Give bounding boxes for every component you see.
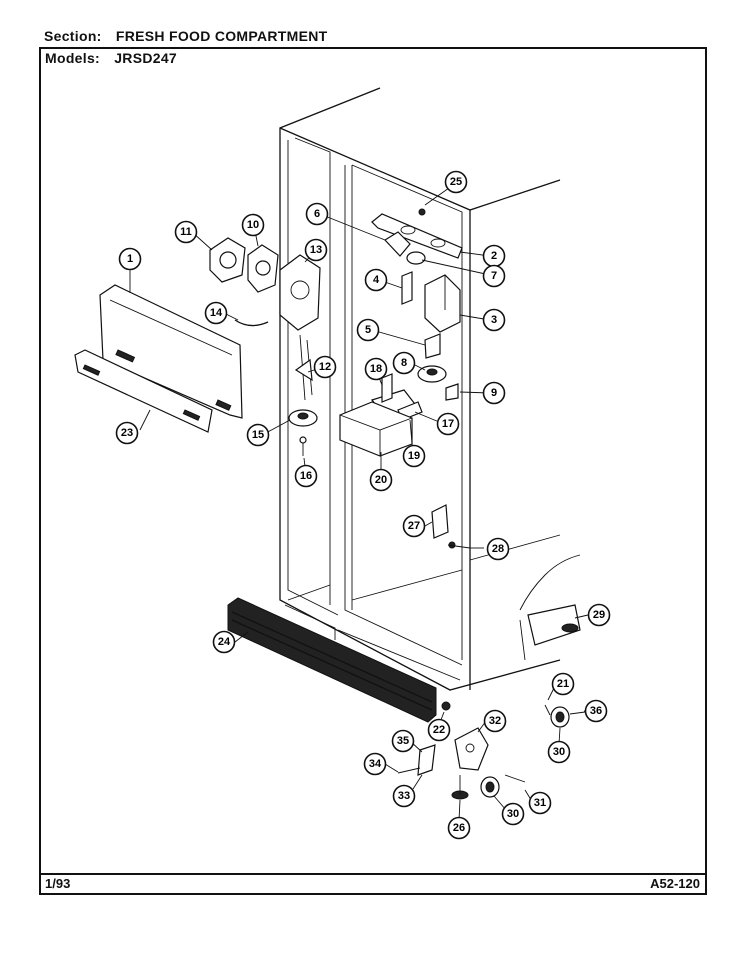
models-heading: Models: JRSD247 xyxy=(45,50,177,66)
callout-5: 5 xyxy=(356,318,380,342)
svg-text:2: 2 xyxy=(491,250,497,262)
callout-9: 9 xyxy=(482,381,506,405)
svg-text:29: 29 xyxy=(593,609,605,621)
callout-6: 6 xyxy=(305,202,329,226)
callout-24: 24 xyxy=(212,630,236,654)
svg-text:16: 16 xyxy=(300,470,312,482)
callout-23: 23 xyxy=(115,421,139,445)
callout-18: 18 xyxy=(364,357,388,381)
section-label: Section: xyxy=(44,28,102,44)
callout-28: 28 xyxy=(486,537,510,561)
callout-32: 32 xyxy=(483,709,507,733)
callout-29: 29 xyxy=(587,603,611,627)
callout-20: 20 xyxy=(369,468,393,492)
svg-text:30: 30 xyxy=(507,808,519,820)
svg-text:21: 21 xyxy=(557,678,569,690)
svg-text:20: 20 xyxy=(375,474,387,486)
callout-12: 12 xyxy=(313,355,337,379)
control-shaft-assembly xyxy=(288,334,318,456)
light-and-switch-components xyxy=(339,208,463,457)
footer-date: 1/93 xyxy=(45,876,71,891)
svg-text:34: 34 xyxy=(369,758,382,770)
callout-30-upper: 30 xyxy=(547,740,571,764)
svg-text:24: 24 xyxy=(218,636,231,648)
thermostat-housing xyxy=(209,237,321,331)
footer-page-code: A52-120 xyxy=(650,876,700,891)
callout-31: 31 xyxy=(528,791,552,815)
svg-text:12: 12 xyxy=(319,361,331,373)
svg-text:13: 13 xyxy=(310,244,322,256)
leader-lines xyxy=(129,182,590,822)
callout-8: 8 xyxy=(392,351,416,375)
callout-19: 19 xyxy=(402,444,426,468)
panel-trim-strip xyxy=(74,349,213,433)
models-label: Models: xyxy=(45,50,100,66)
cabinet-outline xyxy=(279,87,561,691)
svg-text:23: 23 xyxy=(121,427,133,439)
callout-34: 34 xyxy=(363,752,387,776)
svg-text:4: 4 xyxy=(373,274,380,286)
leveler-and-roller-hardware xyxy=(397,701,586,800)
svg-text:18: 18 xyxy=(370,363,382,375)
callout-4: 4 xyxy=(364,268,388,292)
callout-36: 36 xyxy=(584,699,608,723)
svg-text:26: 26 xyxy=(453,822,465,834)
svg-text:27: 27 xyxy=(408,520,420,532)
svg-text:3: 3 xyxy=(491,314,497,326)
svg-text:15: 15 xyxy=(252,429,264,441)
callout-2: 2 xyxy=(482,244,506,268)
svg-text:22: 22 xyxy=(433,724,445,736)
callout-3: 3 xyxy=(482,308,506,332)
callout-27: 27 xyxy=(402,514,426,538)
svg-text:9: 9 xyxy=(491,387,497,399)
svg-text:10: 10 xyxy=(247,219,259,231)
svg-text:6: 6 xyxy=(314,208,320,220)
svg-text:35: 35 xyxy=(397,735,409,747)
section-value: FRESH FOOD COMPARTMENT xyxy=(115,28,328,44)
svg-text:5: 5 xyxy=(365,324,371,336)
svg-text:19: 19 xyxy=(408,450,420,462)
cutaway-side-detail xyxy=(519,554,581,661)
svg-text:17: 17 xyxy=(442,418,454,430)
callout-16: 16 xyxy=(294,464,318,488)
svg-text:25: 25 xyxy=(450,176,462,188)
callout-13: 13 xyxy=(304,238,328,262)
toe-grille xyxy=(227,597,437,723)
footer-divider xyxy=(39,873,707,875)
callout-17: 17 xyxy=(436,412,460,436)
svg-text:30: 30 xyxy=(553,746,565,758)
callout-10: 10 xyxy=(241,213,265,237)
svg-text:28: 28 xyxy=(492,543,504,555)
svg-text:1: 1 xyxy=(127,253,133,265)
callout-14: 14 xyxy=(204,301,228,325)
callout-15: 15 xyxy=(246,423,270,447)
callout-26: 26 xyxy=(447,816,471,840)
svg-text:7: 7 xyxy=(491,270,497,282)
svg-text:14: 14 xyxy=(210,307,223,319)
svg-text:32: 32 xyxy=(489,715,501,727)
svg-text:36: 36 xyxy=(590,705,602,717)
models-value: JRSD247 xyxy=(114,50,178,66)
callout-22: 22 xyxy=(427,718,451,742)
svg-text:8: 8 xyxy=(401,357,407,369)
callout-7: 7 xyxy=(482,264,506,288)
callout-25: 25 xyxy=(444,170,468,194)
callout-33: 33 xyxy=(392,784,416,808)
callout-21: 21 xyxy=(551,672,575,696)
callout-1: 1 xyxy=(118,247,142,271)
callout-11: 11 xyxy=(174,220,198,244)
svg-text:31: 31 xyxy=(534,797,546,809)
callout-35: 35 xyxy=(391,729,415,753)
section-heading: Section: FRESH FOOD COMPARTMENT xyxy=(44,28,328,44)
callout-30-lower: 30 xyxy=(501,802,525,826)
diagram-frame xyxy=(39,47,707,895)
svg-text:11: 11 xyxy=(180,226,192,238)
lower-hinge-parts xyxy=(431,504,471,549)
svg-text:33: 33 xyxy=(398,790,410,802)
